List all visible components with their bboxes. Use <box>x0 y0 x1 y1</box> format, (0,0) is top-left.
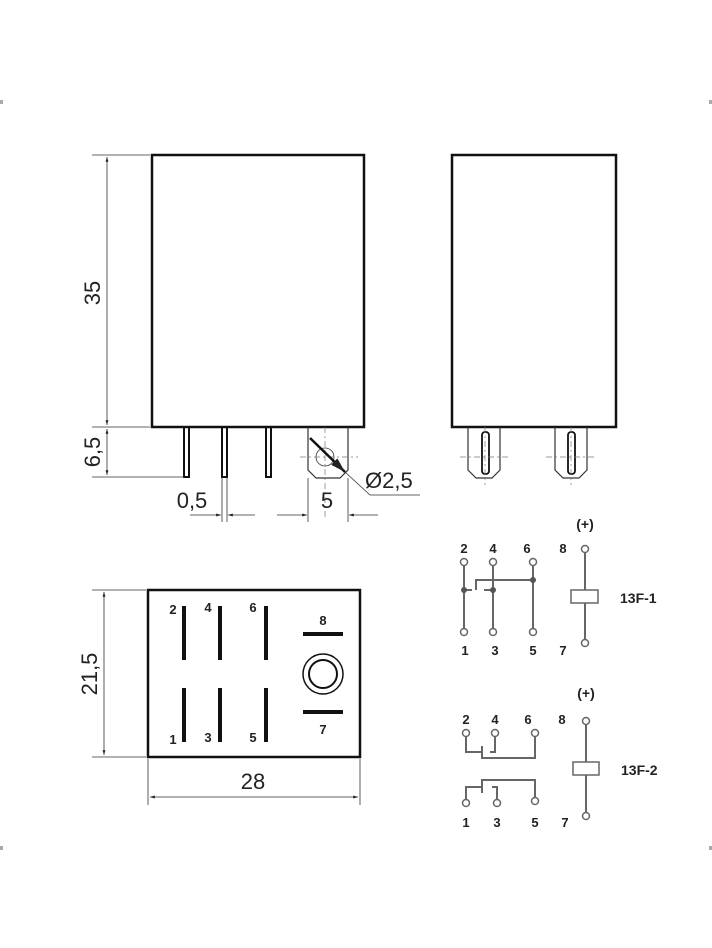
base-pin-1: 1 <box>169 732 176 747</box>
pin-label: 5 <box>531 815 538 830</box>
coil-icon <box>572 761 600 776</box>
pin-label: 6 <box>524 712 531 727</box>
coil-terminal-front <box>300 427 420 520</box>
pin-label: 3 <box>491 643 498 658</box>
base-width-label: 28 <box>241 769 265 794</box>
front-height-label: 35 <box>80 281 105 305</box>
hole-diameter-label: Ø2,5 <box>365 468 413 493</box>
pin-label: 6 <box>523 541 530 556</box>
polarity-label: (+) <box>576 516 594 532</box>
model-label: 13F-2 <box>621 762 658 778</box>
bottom-view: 2 4 6 1 3 5 8 7 21,5 28 <box>77 588 362 805</box>
schematic-13f-1: (+) 2 4 6 8 1 3 5 7 13F-1 <box>459 516 657 658</box>
pin-width-label: 0,5 <box>177 488 208 513</box>
base-pin-6: 6 <box>249 600 256 615</box>
pin-label: 2 <box>460 541 467 556</box>
pin-label: 3 <box>493 815 500 830</box>
pin-label: 8 <box>559 541 566 556</box>
page-corner-marks <box>0 100 712 850</box>
base-pin-8: 8 <box>319 613 326 628</box>
relay-body-front <box>150 153 366 429</box>
schematic-13f-2: (+) 2 4 6 8 1 3 5 7 13F-2 <box>461 685 658 830</box>
pin-slots <box>182 606 343 742</box>
relay-base <box>146 588 362 759</box>
polarity-label: (+) <box>577 685 595 701</box>
model-label: 13F-1 <box>620 590 657 606</box>
pin-label: 4 <box>491 712 499 727</box>
base-height-label: 21,5 <box>77 653 102 696</box>
pin-label: 7 <box>561 815 568 830</box>
front-view: 35 6,5 0,5 5 Ø2,5 <box>80 153 420 522</box>
pitch-label: 5 <box>321 488 333 513</box>
coil-icon <box>570 589 599 604</box>
base-pin-7: 7 <box>319 722 326 737</box>
base-pin-5: 5 <box>249 730 256 745</box>
pin-label: 1 <box>461 643 468 658</box>
pin-length-label: 6,5 <box>80 437 105 468</box>
pin-label: 2 <box>462 712 469 727</box>
base-pin-4: 4 <box>204 600 212 615</box>
front-pins <box>183 426 272 478</box>
side-view <box>450 153 618 485</box>
pin-label: 7 <box>559 643 566 658</box>
base-pin-2: 2 <box>169 602 176 617</box>
pin-label: 5 <box>529 643 536 658</box>
base-pin-3: 3 <box>204 730 211 745</box>
relay-body-side <box>450 153 618 429</box>
pin-label: 4 <box>489 541 497 556</box>
pin-label: 1 <box>462 815 469 830</box>
side-terminals <box>460 427 596 485</box>
pin-label: 8 <box>558 712 565 727</box>
